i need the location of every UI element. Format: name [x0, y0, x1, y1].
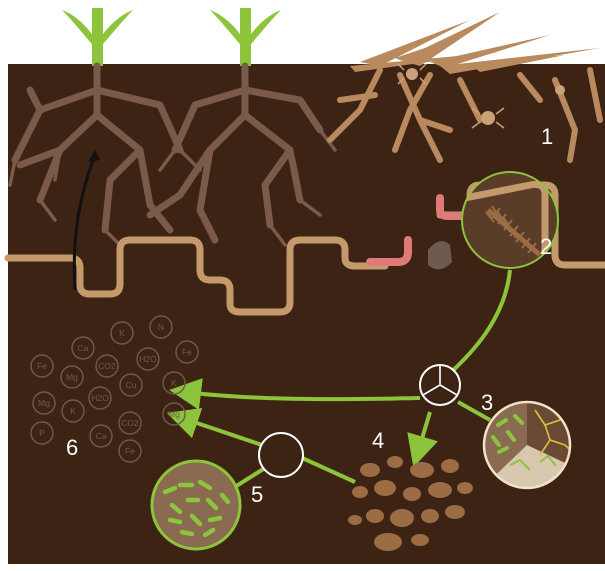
nutrient-label: H2O — [139, 354, 157, 364]
nutrient-label: Mg — [38, 398, 50, 408]
node-5 — [259, 433, 303, 477]
step-label-2: 2 — [540, 234, 552, 259]
nutrient-label: H2O — [91, 393, 109, 403]
nutrient-label: P — [39, 428, 45, 438]
nutrient-label: CO2 — [121, 418, 139, 428]
zoom-circle-5 — [152, 461, 240, 549]
split-node-3 — [420, 365, 460, 405]
step-label-4: 4 — [372, 428, 384, 453]
nutrient-label: Mg — [66, 372, 78, 382]
nutrient-label: CO2 — [98, 361, 116, 371]
step-label-1: 1 — [541, 124, 553, 149]
nutrient-label: Fe — [125, 446, 135, 456]
nutrient-label: Fe — [182, 347, 192, 357]
nutrient-label: Cu — [126, 380, 137, 390]
step-label-3: 3 — [481, 390, 493, 415]
step-label-6: 6 — [66, 435, 78, 460]
nutrient-label: Ca — [96, 431, 107, 441]
soil — [8, 64, 605, 564]
nutrient-label: Ca — [78, 343, 89, 353]
step-label-5: 5 — [251, 482, 263, 507]
nutrient-label: Fe — [37, 361, 47, 371]
nutrient-label: K — [171, 378, 177, 388]
nutrient-label: K — [70, 406, 76, 416]
nutrient-label: Mg — [168, 409, 180, 419]
nutrient-label: N — [158, 322, 164, 332]
nutrient-label: K — [119, 328, 125, 338]
